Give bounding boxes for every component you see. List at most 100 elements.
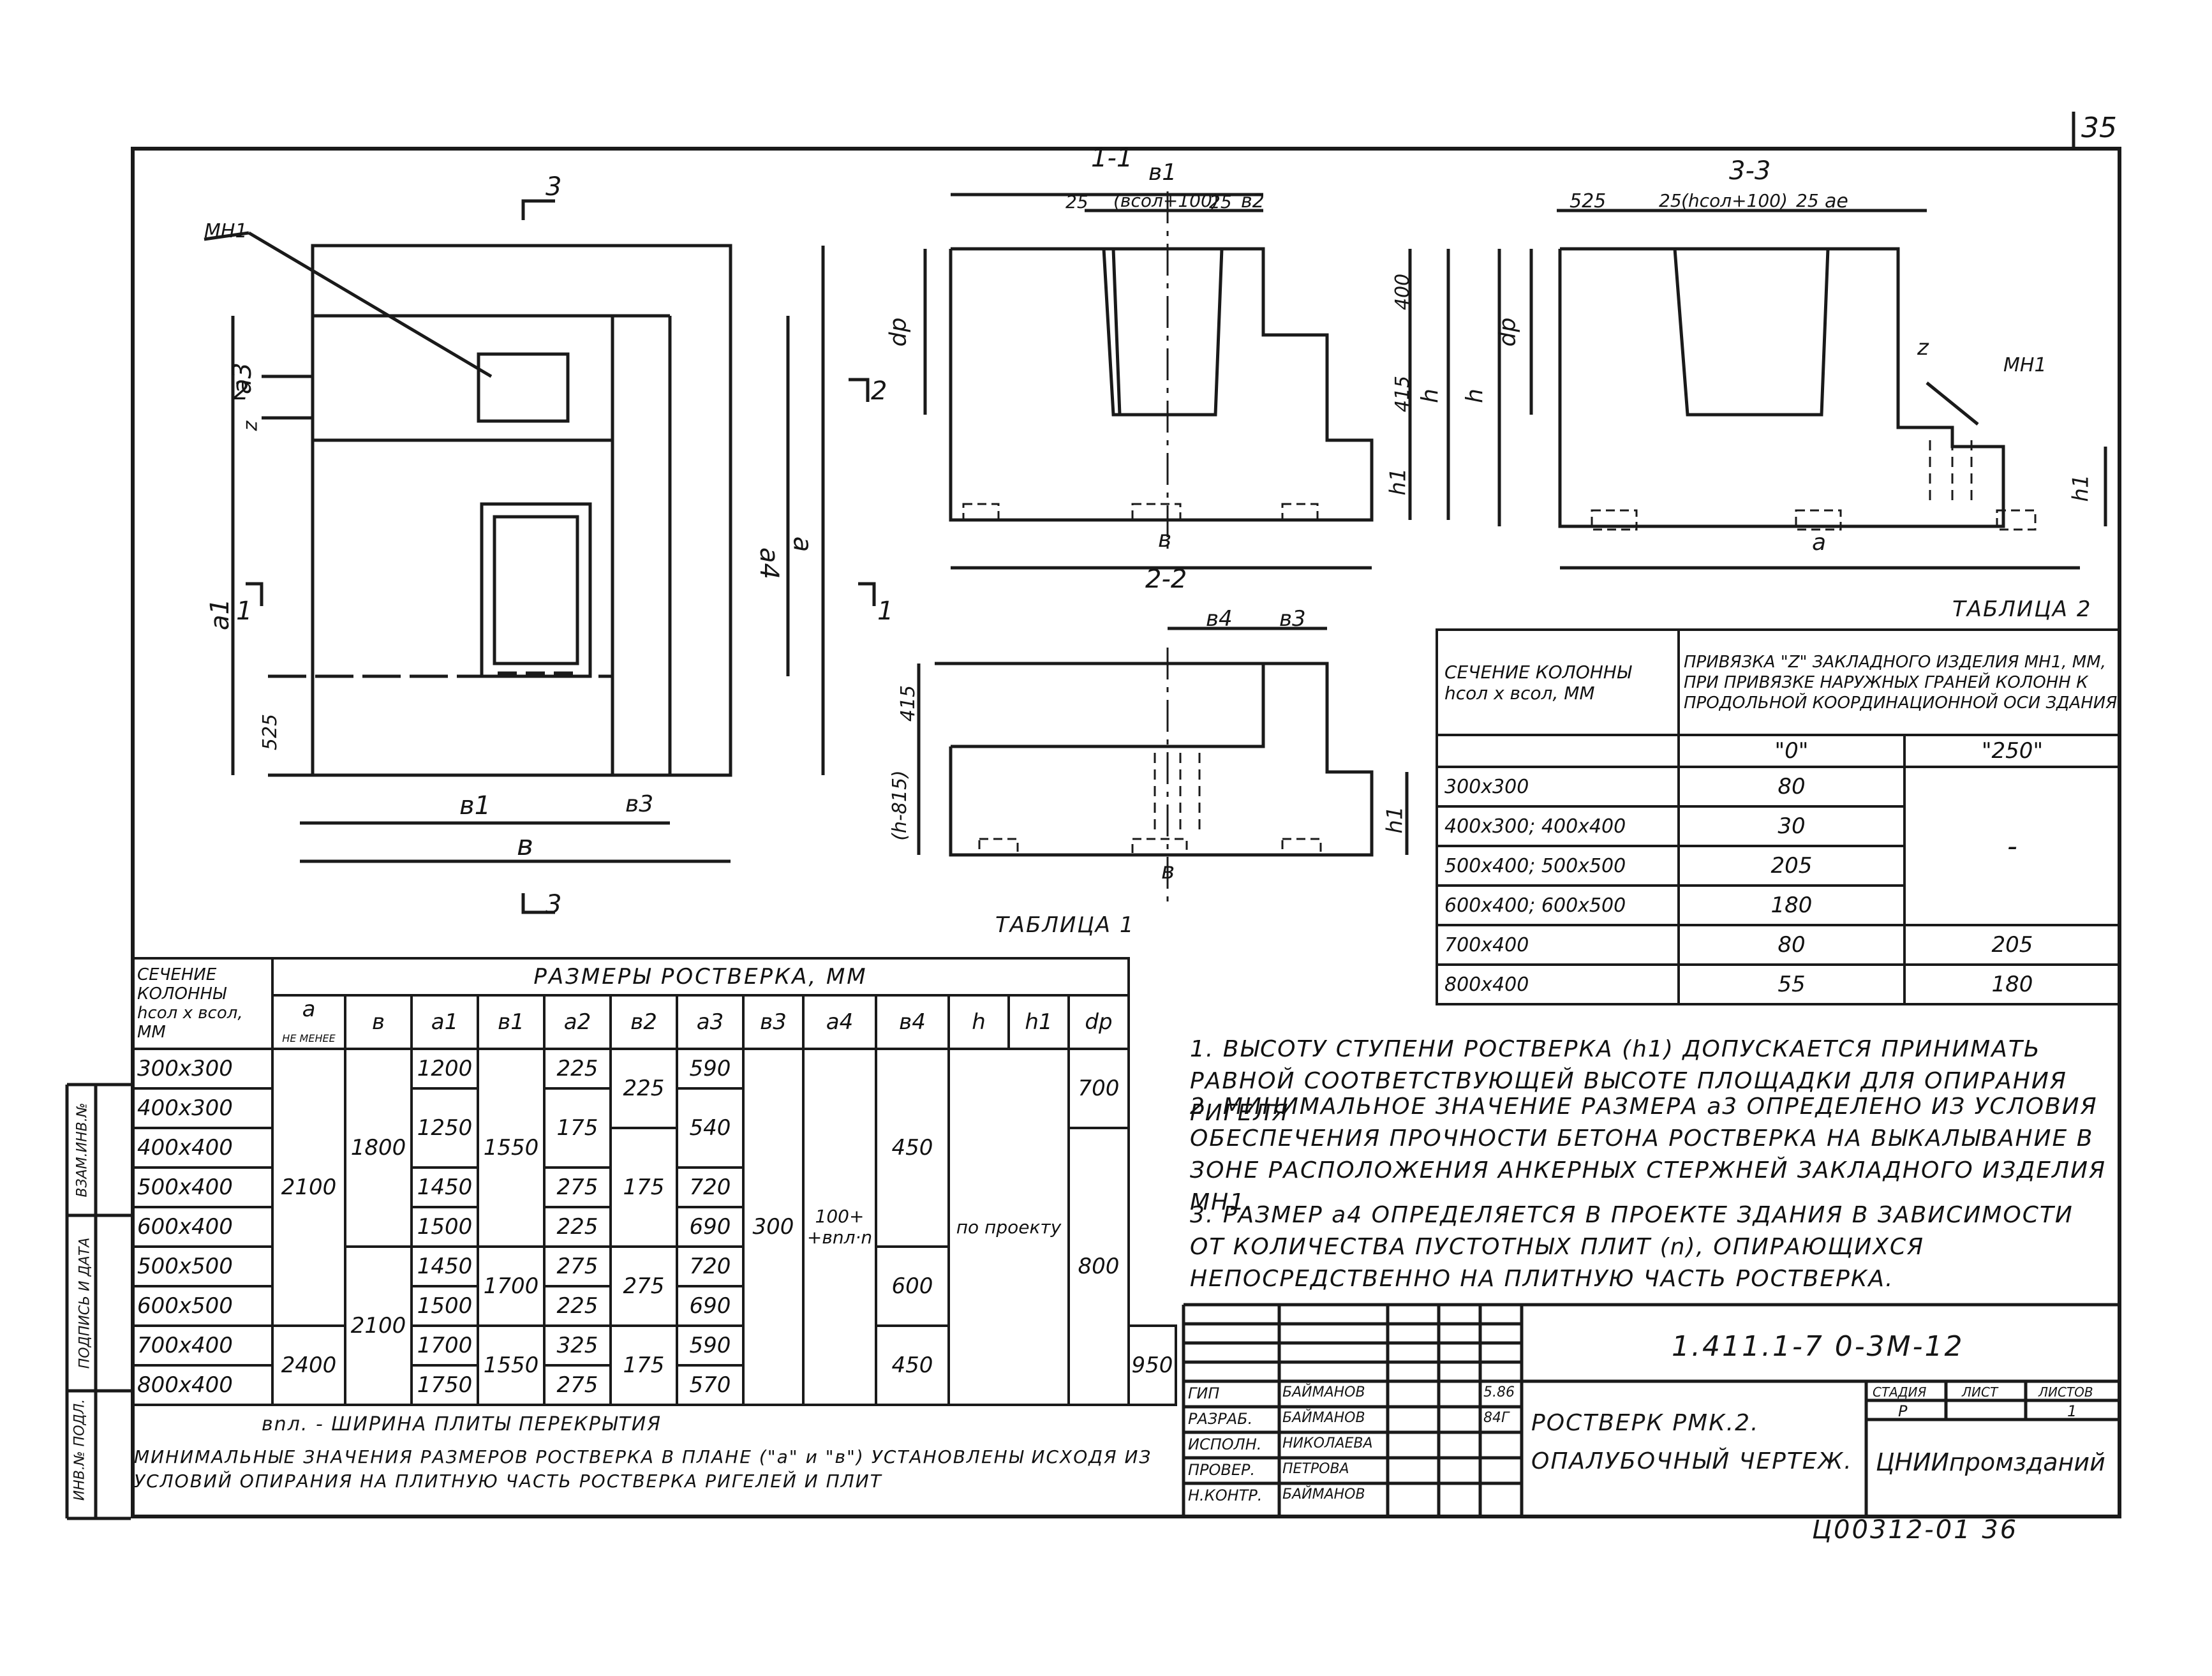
s22-h1: h1 xyxy=(1382,806,1408,834)
s11-25b: 25 xyxy=(1209,191,1232,212)
table2-cell: 80 xyxy=(1677,766,1906,808)
s22-v: в xyxy=(1161,858,1175,884)
table1-cell: 450 xyxy=(875,1048,950,1248)
table1-cell: 600 xyxy=(875,1245,950,1327)
table1-cell: 690 xyxy=(676,1285,745,1327)
cut-mark-3-bottom: 3 xyxy=(546,890,562,919)
col-v4: в4 xyxy=(875,994,950,1050)
stamp-sheets: 1 xyxy=(2067,1402,2077,1420)
note-3: 3. РАЗМЕР a4 ОПРЕДЕЛЯЕТСЯ В ПРОЕКТЕ ЗДАН… xyxy=(1190,1202,2074,1292)
s33-ae: ae xyxy=(1825,190,1848,212)
table1-cell: 800x400 xyxy=(131,1364,274,1406)
table-row: 300x300 80 - xyxy=(1436,766,2121,926)
stamp-date-2: 84Г xyxy=(1483,1410,1510,1426)
section-2-2-title: 2-2 xyxy=(1145,565,1187,594)
table1-cell: 1200 xyxy=(410,1048,479,1090)
plan-label-v: в xyxy=(517,829,533,862)
table1-cell: 700 xyxy=(1067,1048,1130,1129)
table1-cell: 600x400 xyxy=(131,1206,274,1248)
table1-cell: 1500 xyxy=(410,1206,479,1248)
plan-label-a: a xyxy=(787,536,817,552)
table1-cell: 175 xyxy=(609,1324,678,1406)
table2-cell: 300x300 xyxy=(1436,766,1680,808)
table1-cell: 1450 xyxy=(410,1166,479,1208)
table1-title: ТАБЛИЦА 1 xyxy=(995,912,1135,938)
table1-head-dims: РАЗМЕРЫ РОСТВЕРКА, ММ xyxy=(271,957,1130,997)
table1-cell: 1450 xyxy=(410,1245,479,1287)
cut-mark-1-right: 1 xyxy=(877,597,894,626)
table1-cell: 400x300 xyxy=(131,1087,274,1129)
table1: СЕЧЕНИЕ КОЛОННЫ hcoл x вcoл, ММ РАЗМЕРЫ … xyxy=(131,957,1177,1406)
stamp-name-4: ПЕТРОВА xyxy=(1282,1461,1349,1477)
stamp-role-1: ГИП xyxy=(1188,1384,1220,1402)
side-stamp-inv: ИНВ.№ ПОДЛ. xyxy=(71,1398,88,1501)
col-h1: h1 xyxy=(1007,994,1070,1050)
bottom-code: Ц00312-01 36 xyxy=(1812,1515,2019,1545)
table2-cell: 205 xyxy=(1677,845,1906,887)
table-row: 500x400 1450 275 720 xyxy=(131,1166,1176,1208)
table-row: 800x400 55 180 xyxy=(1436,963,2121,1005)
col-v3: в3 xyxy=(742,994,805,1050)
table2-head-section: СЕЧЕНИЕ КОЛОННЫ hcoл x вcoл, ММ xyxy=(1436,628,1680,736)
s22-v4: в4 xyxy=(1206,606,1233,632)
table1-cell: 275 xyxy=(543,1166,612,1208)
table1-cell: 1800 xyxy=(344,1048,413,1248)
table1-cell: 225 xyxy=(609,1048,678,1129)
table1-cell: 2400 xyxy=(271,1324,346,1406)
stamp-title-2: ОПАЛУБОЧНЫЙ ЧЕРТЕЖ. xyxy=(1531,1448,1853,1474)
table2-cell: 55 xyxy=(1677,963,1906,1005)
table1-cell: 1500 xyxy=(410,1285,479,1327)
stamp-role-5: Н.КОНТР. xyxy=(1188,1487,1263,1504)
stamp-name-5: БАЙМАНОВ xyxy=(1282,1487,1365,1502)
table1-cell: 225 xyxy=(543,1048,612,1090)
plan-label-mh1: МН1 xyxy=(204,220,248,242)
col-h: h xyxy=(947,994,1010,1050)
table2-cell: 800x400 xyxy=(1436,963,1680,1005)
table2-title: ТАБЛИЦА 2 xyxy=(1952,597,2092,622)
table-row: 700x400 80 205 xyxy=(1436,924,2121,966)
table1-cell: 950 xyxy=(1127,1324,1177,1406)
s33-h1: h1 xyxy=(2068,474,2094,502)
stamp-sheet-header: ЛИСТ xyxy=(1962,1384,1998,1400)
note-2: 2. МИНИМАЛЬНОЕ ЗНАЧЕНИЕ РАЗМЕРА a3 ОПРЕД… xyxy=(1190,1094,2107,1215)
table2-sub-0: "0" xyxy=(1677,734,1906,768)
plan-label-v1: в1 xyxy=(459,791,491,820)
table1-cell: 690 xyxy=(676,1206,745,1248)
table-row: 600x400; 600x500 180 xyxy=(1436,884,2120,926)
table1-cell: 275 xyxy=(543,1245,612,1287)
table2-cell: 600x400; 600x500 xyxy=(1436,884,1680,926)
stamp-role-4: ПРОВЕР. xyxy=(1188,1461,1256,1479)
table-row: 600x500 1500 225 690 xyxy=(131,1285,1176,1327)
table1-cell: 300x300 xyxy=(131,1048,274,1090)
s11-h: h xyxy=(1416,389,1443,403)
cut-mark-1-left: 1 xyxy=(236,597,253,626)
table-row: 600x400 1500 225 690 xyxy=(131,1206,1176,1248)
table-row: 800x400 1750 275 570 xyxy=(131,1364,1176,1406)
table1-cell: 540 xyxy=(676,1087,745,1169)
plan-label-a4: a4 xyxy=(753,547,783,579)
plan-label-v3: в3 xyxy=(625,791,654,817)
s33-25b: 25 xyxy=(1796,190,1819,211)
table2-cell: 180 xyxy=(1903,963,2121,1005)
col-v2: в2 xyxy=(609,994,678,1050)
s11-h1: h1 xyxy=(1385,468,1411,496)
s33-h: h xyxy=(1461,389,1488,403)
table1-cell: 225 xyxy=(543,1285,612,1327)
stamp-stage-header: СТАДИЯ xyxy=(1873,1384,1927,1400)
plan-label-a1: a1 xyxy=(205,598,235,630)
stamp-org: ЦНИИпромзданий xyxy=(1876,1448,2105,1476)
table1-cell: 500x400 xyxy=(131,1166,274,1208)
table1-cell: 1550 xyxy=(477,1324,546,1406)
stamp-role-3: ИСПОЛН. xyxy=(1188,1435,1262,1453)
s11-v1: в1 xyxy=(1148,159,1177,186)
s11-400: 400 xyxy=(1392,273,1414,311)
note-1: 1. ВЫСОТУ СТУПЕНИ РОСТВЕРКА (h1) ДОПУСКА… xyxy=(1190,1036,2067,1126)
table1-cell: 720 xyxy=(676,1166,745,1208)
table1-cell: по проекту xyxy=(947,1048,1070,1406)
table2-cell: 400x300; 400x400 xyxy=(1436,805,1680,847)
table1-footnote-1: вnл. - ШИРИНА ПЛИТЫ ПЕРЕКРЫТИЯ xyxy=(262,1413,662,1435)
table1-cell: 1250 xyxy=(410,1087,479,1169)
stamp-code: 1.411.1-7 0-3М-12 xyxy=(1672,1330,1964,1363)
